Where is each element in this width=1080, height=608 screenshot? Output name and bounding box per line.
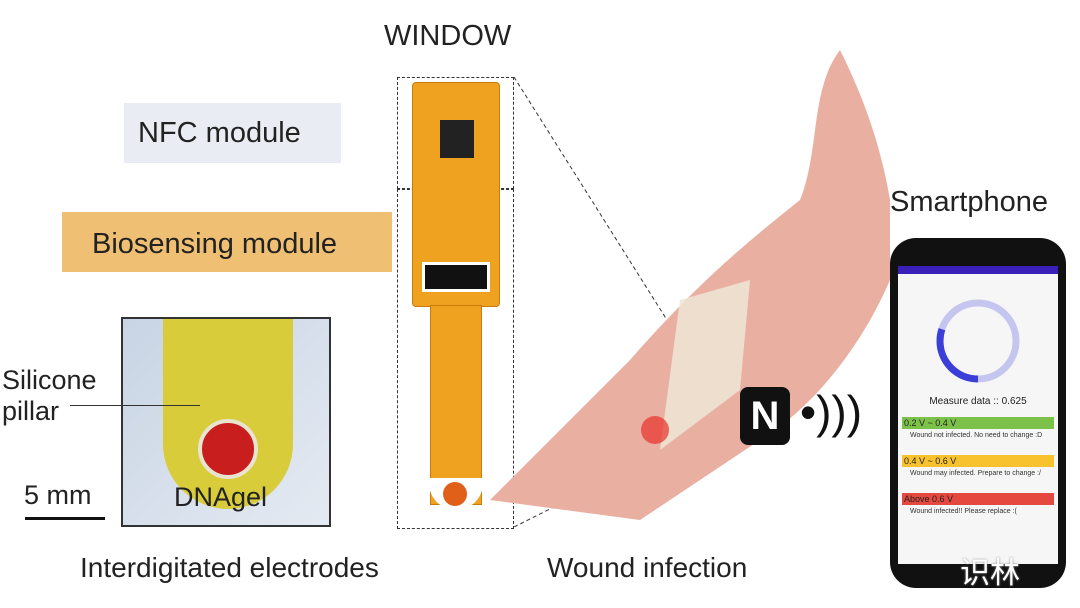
level-message: Wound may infected. Prepare to change :/ xyxy=(910,470,1042,477)
pcb-strip xyxy=(430,305,482,505)
silicone-label-line1: Silicone xyxy=(2,365,97,395)
scale-bar xyxy=(25,517,105,520)
level-message: Wound not infected. No need to change :D xyxy=(910,432,1043,439)
nfc-module-label: NFC module xyxy=(124,103,341,163)
status-bar xyxy=(898,266,1058,274)
electrode-inset-photo xyxy=(121,317,331,527)
wireless-signal-icon: •))) xyxy=(800,386,863,438)
nfc-chip xyxy=(440,120,474,158)
sensor-dot xyxy=(443,482,467,506)
arm-shape xyxy=(490,50,890,520)
nfc-logo-icon: N xyxy=(740,387,790,445)
level-item: 0.2 V ~ 0.4 V Wound not infected. No need… xyxy=(898,417,1058,439)
dnagel-label: DNAgel xyxy=(174,482,268,512)
wound-infection-label: Wound infection xyxy=(547,552,748,583)
watermark: 识林 xyxy=(960,557,1020,590)
scale-bar-label: 5 mm xyxy=(24,480,92,510)
ring-progress xyxy=(936,299,1020,383)
dnagel-dot xyxy=(198,419,258,479)
level-message: Wound infected!! Please replace :( xyxy=(910,508,1017,515)
patch xyxy=(660,280,750,450)
level-range: 0.2 V ~ 0.4 V xyxy=(902,417,1054,429)
electrode-substrate xyxy=(163,319,293,509)
progress-ring xyxy=(936,299,1020,383)
biosensing-module-label: Biosensing module xyxy=(62,212,392,272)
interdigitated-label: Interdigitated electrodes xyxy=(80,552,379,583)
smartphone-label: Smartphone xyxy=(890,186,1048,218)
connector xyxy=(422,262,490,292)
silicone-label-line2: pillar xyxy=(2,396,60,426)
level-item: 0.4 V ~ 0.6 V Wound may infected. Prepare… xyxy=(898,455,1058,477)
window-label: WINDOW xyxy=(384,20,512,52)
level-range: 0.4 V ~ 0.6 V xyxy=(902,455,1054,467)
wound xyxy=(641,416,669,444)
level-range: Above 0.6 V xyxy=(902,493,1054,505)
measure-data: Measure data :: 0.625 xyxy=(929,396,1027,407)
pointer-line xyxy=(70,405,200,406)
arm-illustration xyxy=(490,50,890,520)
level-item: Above 0.6 V Wound infected!! Please repla… xyxy=(898,493,1058,515)
